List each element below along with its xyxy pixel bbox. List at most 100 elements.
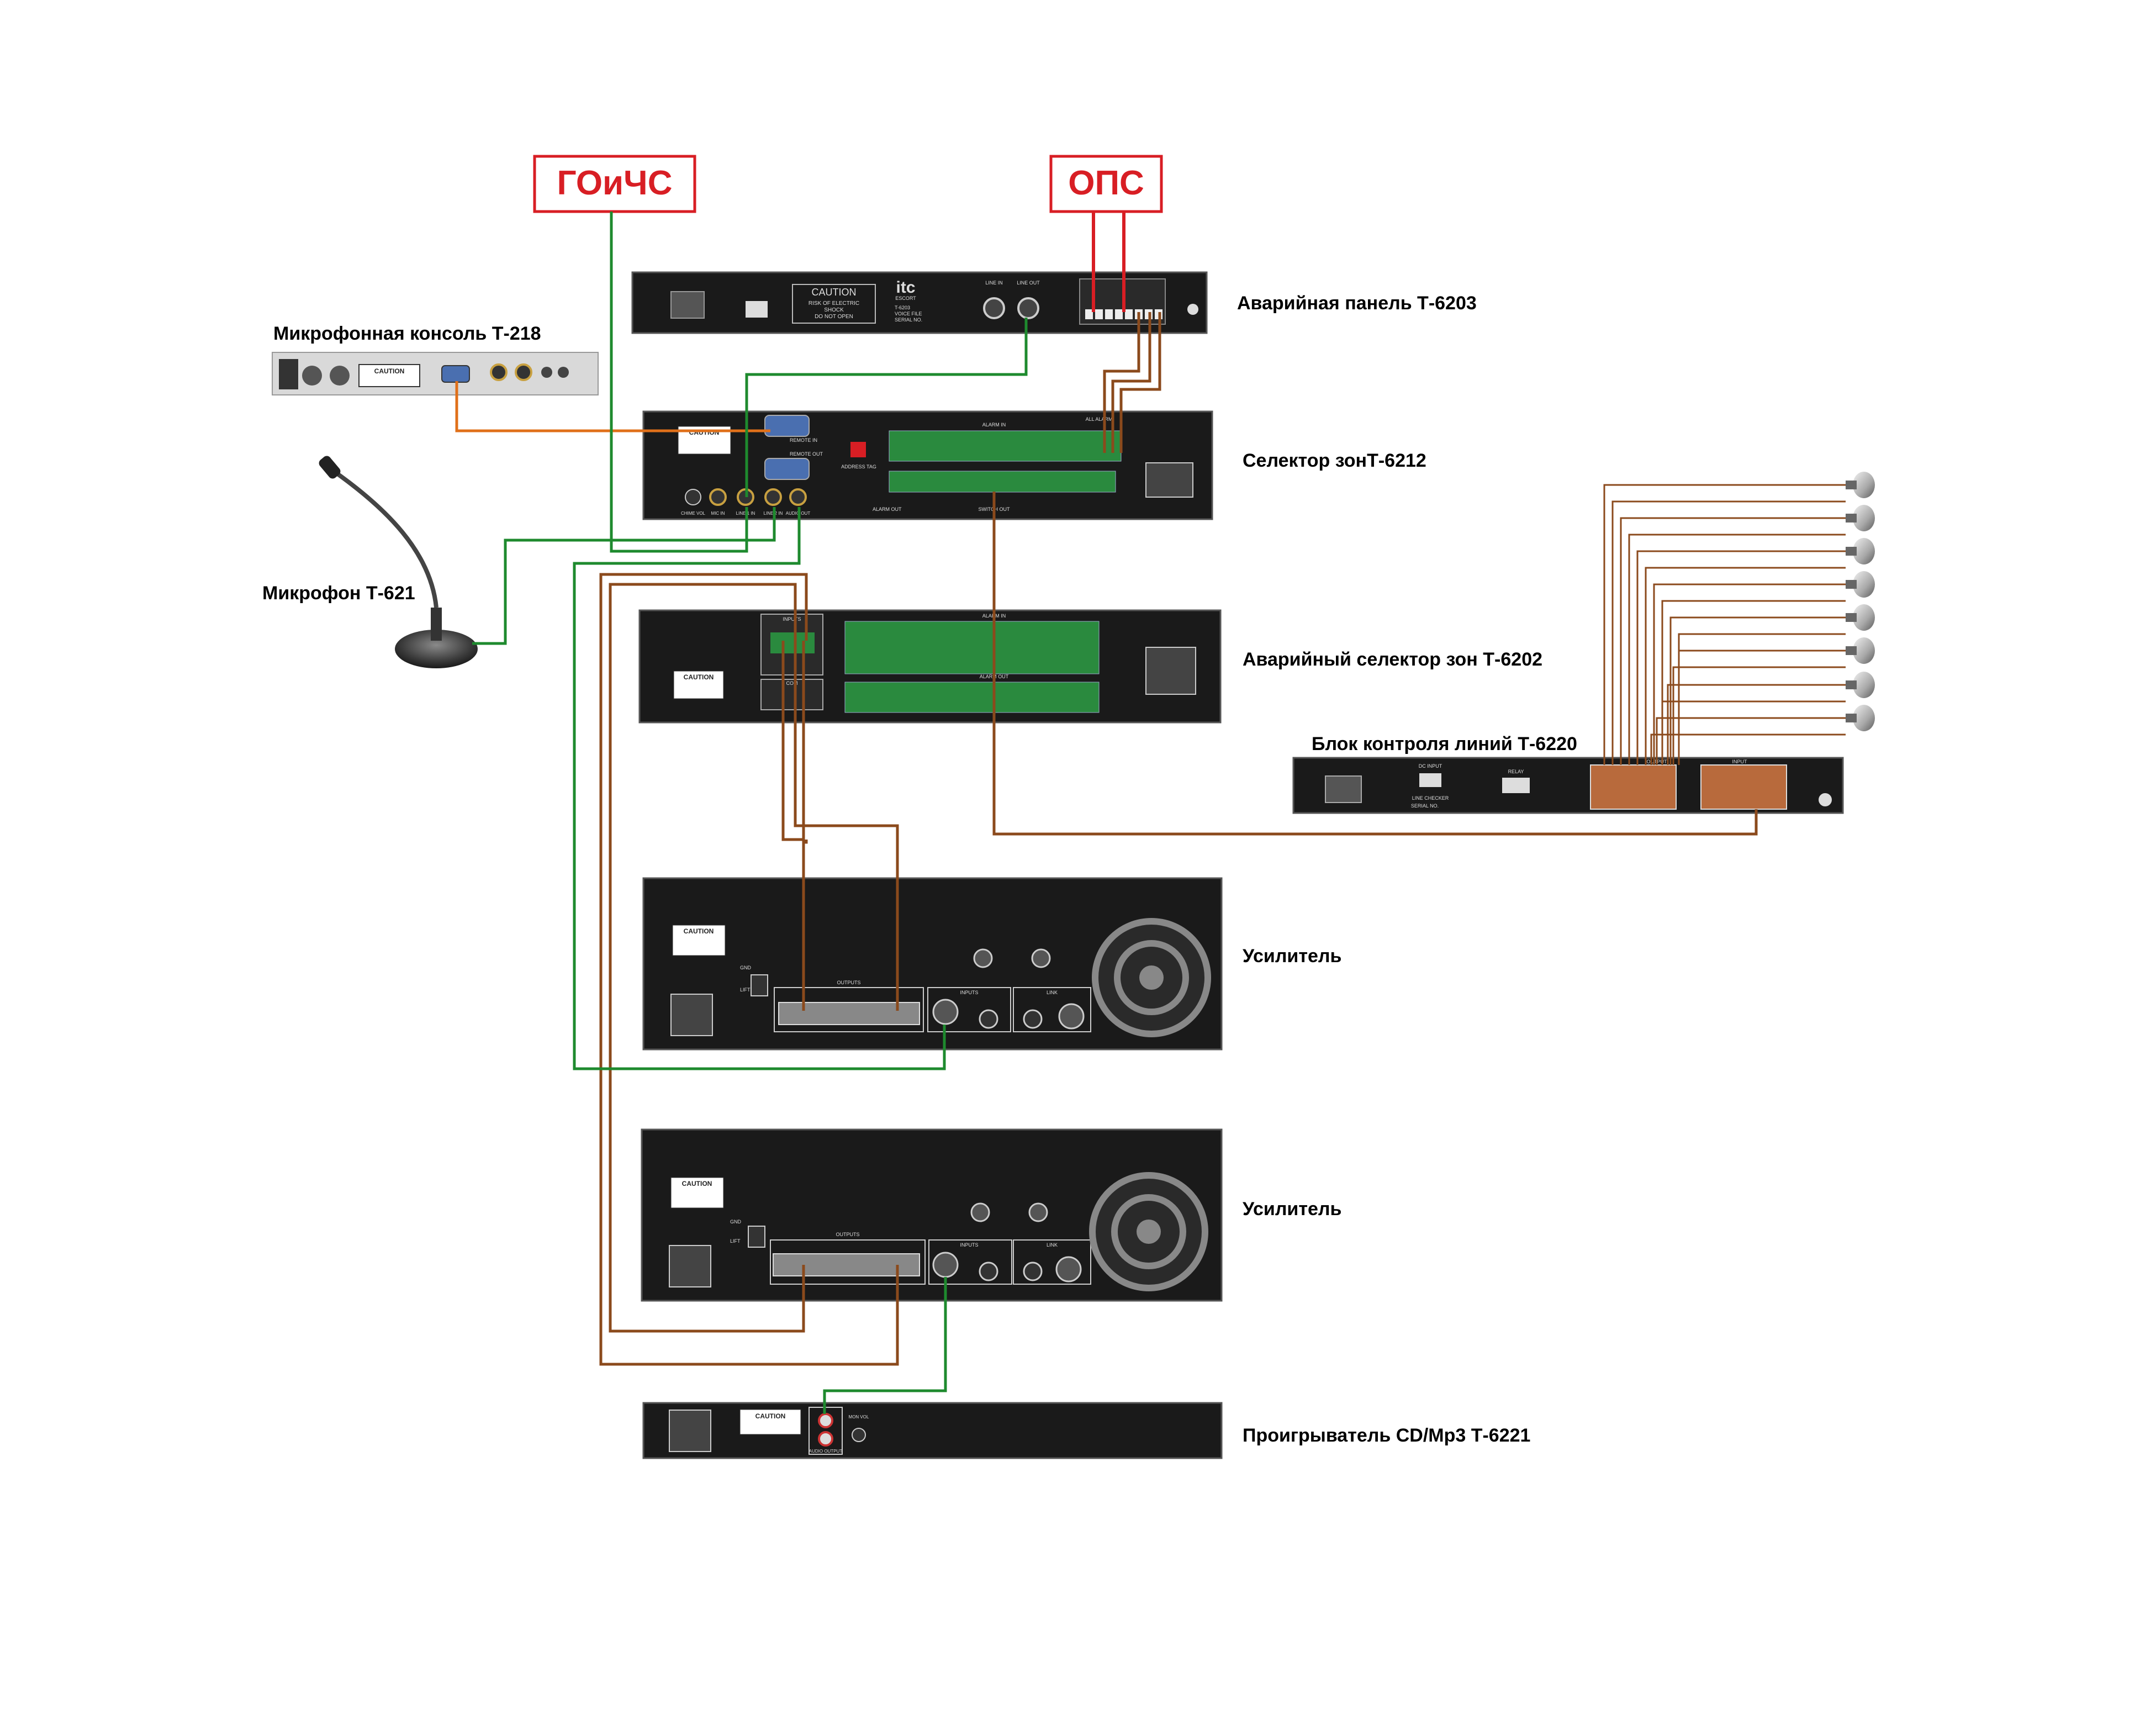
remote-out-label: REMOTE OUT bbox=[790, 451, 823, 457]
audio-output-label: AUDIO OUTPUT bbox=[809, 1449, 843, 1454]
emergency-panel-label: Аварийная панель Т-6203 bbox=[1237, 293, 1477, 314]
speaker-icon bbox=[1846, 672, 1875, 698]
dc-terminal-icon bbox=[1419, 773, 1441, 787]
line-out-jack-icon bbox=[1017, 297, 1039, 319]
xlr-link-icon bbox=[1058, 1003, 1085, 1030]
speaker-icon bbox=[1846, 538, 1875, 564]
emergency-zone-selector-t6202: INPUTS COM CAUTION ALARM IN ALARM OUT bbox=[638, 609, 1222, 724]
xlr-input-icon bbox=[932, 999, 959, 1025]
wires-speaker-bus-2 bbox=[1650, 650, 1846, 765]
remote-out-port-icon bbox=[764, 458, 810, 480]
speaker-icon bbox=[1846, 705, 1875, 731]
ops-box: ОПС bbox=[1049, 155, 1163, 213]
line-in-jack-icon bbox=[983, 297, 1005, 319]
gnd-label: GND bbox=[730, 1219, 742, 1225]
jack-label: CHIME VOL bbox=[681, 511, 706, 516]
audio-out-left-icon bbox=[818, 1413, 833, 1428]
input-terminal-block bbox=[770, 632, 815, 653]
relay-label: RELAY bbox=[1508, 769, 1524, 774]
address-tag-label: ADDRESS TAG bbox=[841, 464, 876, 469]
speaker-icon bbox=[1846, 604, 1875, 631]
input-label: INPUT bbox=[1732, 759, 1748, 764]
xlr-icon bbox=[973, 948, 993, 968]
zone-selector-t6212: CAUTION REMOTE IN REMOTE OUT ADDRESS TAG… bbox=[642, 410, 1213, 520]
emergency-zone-selector-label: Аварийный селектор зон Т-6202 bbox=[1243, 649, 1542, 670]
speakers bbox=[1846, 472, 1875, 731]
wires-green bbox=[472, 212, 1028, 1414]
com-label: COM bbox=[786, 680, 798, 686]
goichs-label: ГОиЧС bbox=[557, 164, 672, 202]
wires-brown-amps bbox=[599, 573, 899, 1366]
line2-in-jack-icon bbox=[764, 488, 782, 506]
mic-console-label: Микрофонная консоль Т-218 bbox=[273, 323, 541, 344]
caution-text: CAUTION bbox=[812, 287, 857, 298]
knob-icon bbox=[541, 367, 552, 378]
ground-screw-icon bbox=[1819, 793, 1832, 806]
inputs-label: INPUTS bbox=[960, 1242, 978, 1248]
alarm-out-label: ALARM OUT bbox=[873, 506, 902, 512]
ground-screw-icon bbox=[1187, 304, 1198, 315]
jack-label: MIC IN bbox=[711, 511, 725, 516]
switch-out-terminal-row bbox=[889, 471, 1116, 493]
caution-text: CAUTION bbox=[682, 1180, 712, 1188]
line-control-t6220: DC INPUT LINE CHECKER SERIAL NO. RELAY O… bbox=[1292, 757, 1844, 814]
link-jack-icon bbox=[1023, 1009, 1043, 1029]
link-label: LINK bbox=[1047, 1242, 1058, 1248]
speaker-icon bbox=[1846, 637, 1875, 664]
chime-vol-knob-icon bbox=[685, 489, 701, 505]
caution-text: CAUTION bbox=[755, 1412, 786, 1420]
ops-label: ОПС bbox=[1068, 164, 1144, 202]
dc-input-terminal-icon bbox=[746, 301, 768, 318]
connector-icon bbox=[330, 366, 350, 386]
amplifier-2: CAUTION GND LIFT OUTPUTS INPUTS LINK bbox=[641, 1128, 1223, 1302]
line-control-label: Блок контроля линий Т-6220 bbox=[1312, 733, 1577, 754]
mic-in-jack-icon bbox=[709, 488, 727, 506]
power-socket-icon bbox=[669, 1410, 711, 1452]
caution-text: CAUTION bbox=[684, 673, 714, 681]
xlr-icon bbox=[1031, 948, 1051, 968]
address-button-icon bbox=[850, 442, 866, 457]
power-socket-icon bbox=[1145, 462, 1193, 498]
itc-logo: itc bbox=[896, 278, 915, 297]
link-jack-icon bbox=[1023, 1262, 1043, 1281]
jack-icon bbox=[515, 363, 532, 381]
zone-selector-label: Селектор зонТ-6212 bbox=[1243, 450, 1426, 471]
model-text: T-6203 bbox=[895, 305, 910, 310]
xlr-icon bbox=[970, 1202, 990, 1222]
all-alarm-label: ALL ALARM bbox=[1086, 416, 1113, 422]
remote-port-icon bbox=[441, 365, 470, 383]
audio-out-right-icon bbox=[818, 1431, 833, 1447]
link-label: LINK bbox=[1047, 990, 1058, 995]
connector-icon bbox=[302, 366, 322, 386]
cd-player-t6221: CAUTION AUDIO OUTPUT MON VOL bbox=[642, 1402, 1223, 1459]
model-text: VOICE FILE bbox=[895, 311, 922, 316]
model-text: SERIAL NO. bbox=[895, 317, 922, 323]
line-in-label: LINE IN bbox=[985, 280, 1003, 286]
power-socket-icon bbox=[1325, 775, 1362, 803]
caution-text: CAUTION bbox=[684, 927, 714, 935]
speaker-icon bbox=[1846, 472, 1875, 498]
relay-terminal-icon bbox=[1502, 778, 1530, 793]
mon-vol-label: MON VOL bbox=[849, 1415, 869, 1419]
inputs-label: INPUTS bbox=[960, 990, 978, 995]
mic-console-t218: CAUTION bbox=[272, 352, 599, 395]
wires-red bbox=[1092, 212, 1125, 312]
output-terminal-block bbox=[773, 1253, 920, 1276]
alarm-in-terminal-block bbox=[844, 621, 1100, 674]
power-switch-icon bbox=[279, 359, 298, 389]
power-socket-icon bbox=[670, 994, 713, 1036]
amplifier-2-label: Усилитель bbox=[1243, 1199, 1341, 1220]
microphone-label: Микрофон Т-621 bbox=[262, 583, 415, 604]
wires-brown-panel bbox=[1103, 312, 1161, 453]
line-out-label: LINE OUT bbox=[1017, 280, 1040, 286]
remote-in-label: REMOTE IN bbox=[790, 437, 817, 443]
amplifier-1: CAUTION GND LIFT OUTPUTS INPUTS LINK bbox=[642, 877, 1223, 1051]
input-terminal-block bbox=[1700, 764, 1787, 810]
mon-vol-knob-icon bbox=[852, 1428, 866, 1442]
caution-text: SHOCK bbox=[824, 307, 844, 313]
jack-icon bbox=[490, 363, 508, 381]
wires-speaker-bus bbox=[1603, 484, 1846, 765]
emergency-panel-t6203: CAUTION RISK OF ELECTRIC SHOCK DO NOT OP… bbox=[631, 271, 1208, 334]
xlr-icon bbox=[1028, 1202, 1048, 1222]
speaker-icon bbox=[1846, 505, 1875, 531]
